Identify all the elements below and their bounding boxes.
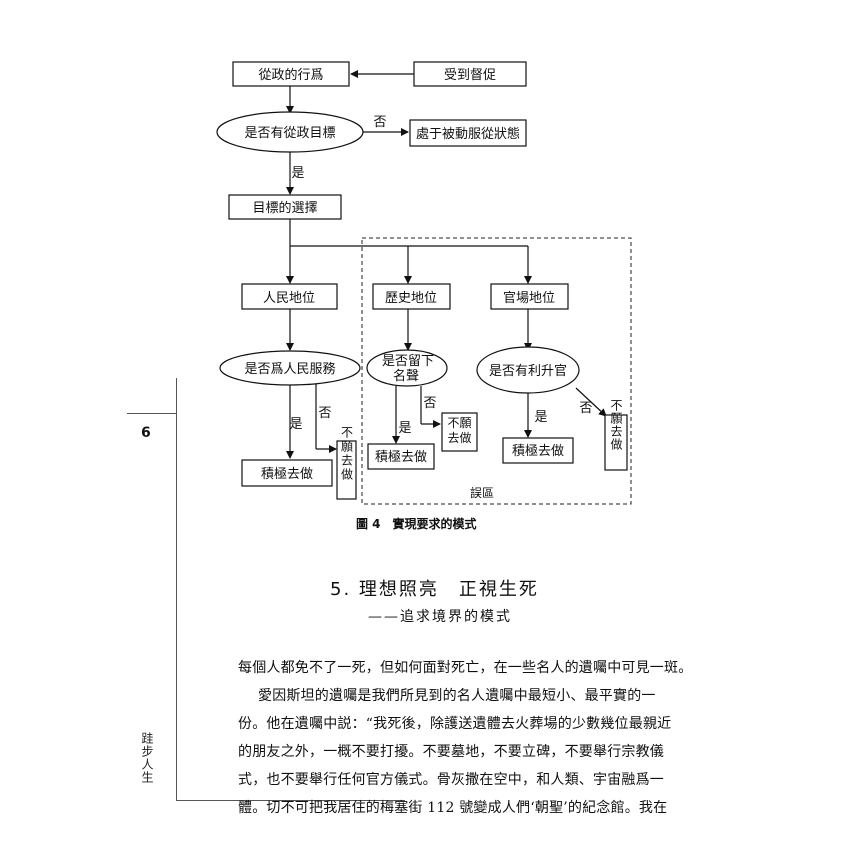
node-unwilling-3-box [604, 414, 628, 471]
node-name-ellipse [366, 349, 448, 387]
running-head: 跬步人生 [140, 732, 154, 784]
label-misconception: 誤區 [470, 485, 494, 500]
node-active-2-label: 積極去做 [375, 449, 427, 465]
node-official-label: 官場地位 [503, 290, 555, 306]
node-history-box [372, 283, 451, 310]
node-people-box [241, 283, 338, 310]
node-unwilling-1-box [336, 440, 357, 500]
node-choice-label: 目標的選擇 [252, 200, 317, 216]
node-promotion-ellipse [476, 346, 580, 394]
body-line: 的朋友之外，一概不要打擾。不要墓地，不要立碑，不要舉行宗教儀 [238, 744, 664, 760]
margin-vertical-rule [176, 378, 177, 801]
flowchart: 從政的行爲 受到督促 是否有從政目標 處于被動服從狀態 目標的選擇 人民地位 歷… [216, 61, 632, 505]
node-unwilling-2-box [441, 412, 478, 452]
node-active-2-box [367, 443, 435, 470]
node-name-label-line1: 是否留下 [382, 354, 434, 369]
misconception-region [361, 237, 632, 505]
label-no-promotion: 否 [579, 401, 592, 416]
label-yes-serve: 是 [289, 417, 302, 432]
figure-caption: 圖 4 實現要求的模式 [356, 517, 477, 531]
node-has-goal-ellipse [216, 111, 364, 153]
margin-bottom-rule [176, 800, 405, 801]
node-official-box [490, 283, 569, 310]
page-number: 6 [141, 425, 151, 441]
section-title: 5. 理想照亮 正視生死 [330, 579, 539, 600]
label-no-name: 否 [423, 396, 436, 411]
node-unwilling-1-label: 不願去做 [340, 426, 354, 482]
node-urged-box [413, 61, 527, 87]
node-unwilling-2-text-wrap: 不願去做 [447, 416, 472, 445]
body-line: 體。切不可把我居住的梅塞街 112 號變成人們‘朝聖’的紀念館。我在 [238, 800, 668, 816]
node-behavior-box [232, 61, 350, 87]
body-line: 愛因斯坦的遺囑是我們所見到的名人遺囑中最短小、最平實的一 [258, 688, 656, 704]
node-active-3-box [502, 437, 574, 464]
node-passive-label: 處于被動服從狀態 [416, 126, 520, 142]
body-line: 份。他在遺囑中説：“我死後，除護送遺體去火葬場的少數幾位最親近 [238, 716, 672, 732]
node-serve-label: 是否爲人民服務 [244, 362, 335, 377]
label-yes-name: 是 [398, 421, 411, 436]
node-active-3-label: 積極去做 [512, 443, 564, 459]
node-behavior-label: 從政的行爲 [258, 67, 323, 83]
node-urged-label: 受到督促 [444, 68, 496, 83]
body-line: 每個人都免不了一死，但如何面對死亡，在一些名人的遺囑中可見一斑。 [238, 660, 693, 676]
node-active-1-label: 積極去做 [261, 466, 313, 482]
label-no-serve: 否 [318, 406, 331, 421]
label-yes-promotion: 是 [534, 410, 547, 425]
node-people-label: 人民地位 [263, 291, 315, 306]
node-choice-box [228, 194, 342, 220]
node-unwilling-3-label: 不願去做 [609, 399, 623, 451]
body-text: 每個人都免不了一死，但如何面對死亡，在一些名人的遺囑中可見一斑。 愛因斯坦的遺囑… [238, 654, 693, 822]
node-has-goal-label: 是否有從政目標 [244, 126, 335, 141]
node-name-label-line2: 名聲 [393, 368, 419, 384]
node-active-1-box [241, 459, 333, 487]
section-subtitle: ——追求境界的模式 [368, 609, 512, 625]
node-promotion-label: 是否有利升官 [489, 363, 567, 379]
node-serve-ellipse [219, 350, 361, 386]
arrow-promotion-no [575, 387, 607, 417]
body-line: 式，也不要舉行任何官方儀式。骨灰撒在空中，和人類、宇宙融爲一 [238, 772, 664, 788]
label-yes-goal: 是 [291, 166, 304, 181]
node-history-label: 歷史地位 [385, 291, 437, 306]
node-unwilling-2-label: 不願去做 [447, 416, 472, 445]
margin-top-rule [127, 413, 177, 414]
node-passive-box [409, 119, 527, 147]
label-no-goal: 否 [373, 115, 386, 130]
